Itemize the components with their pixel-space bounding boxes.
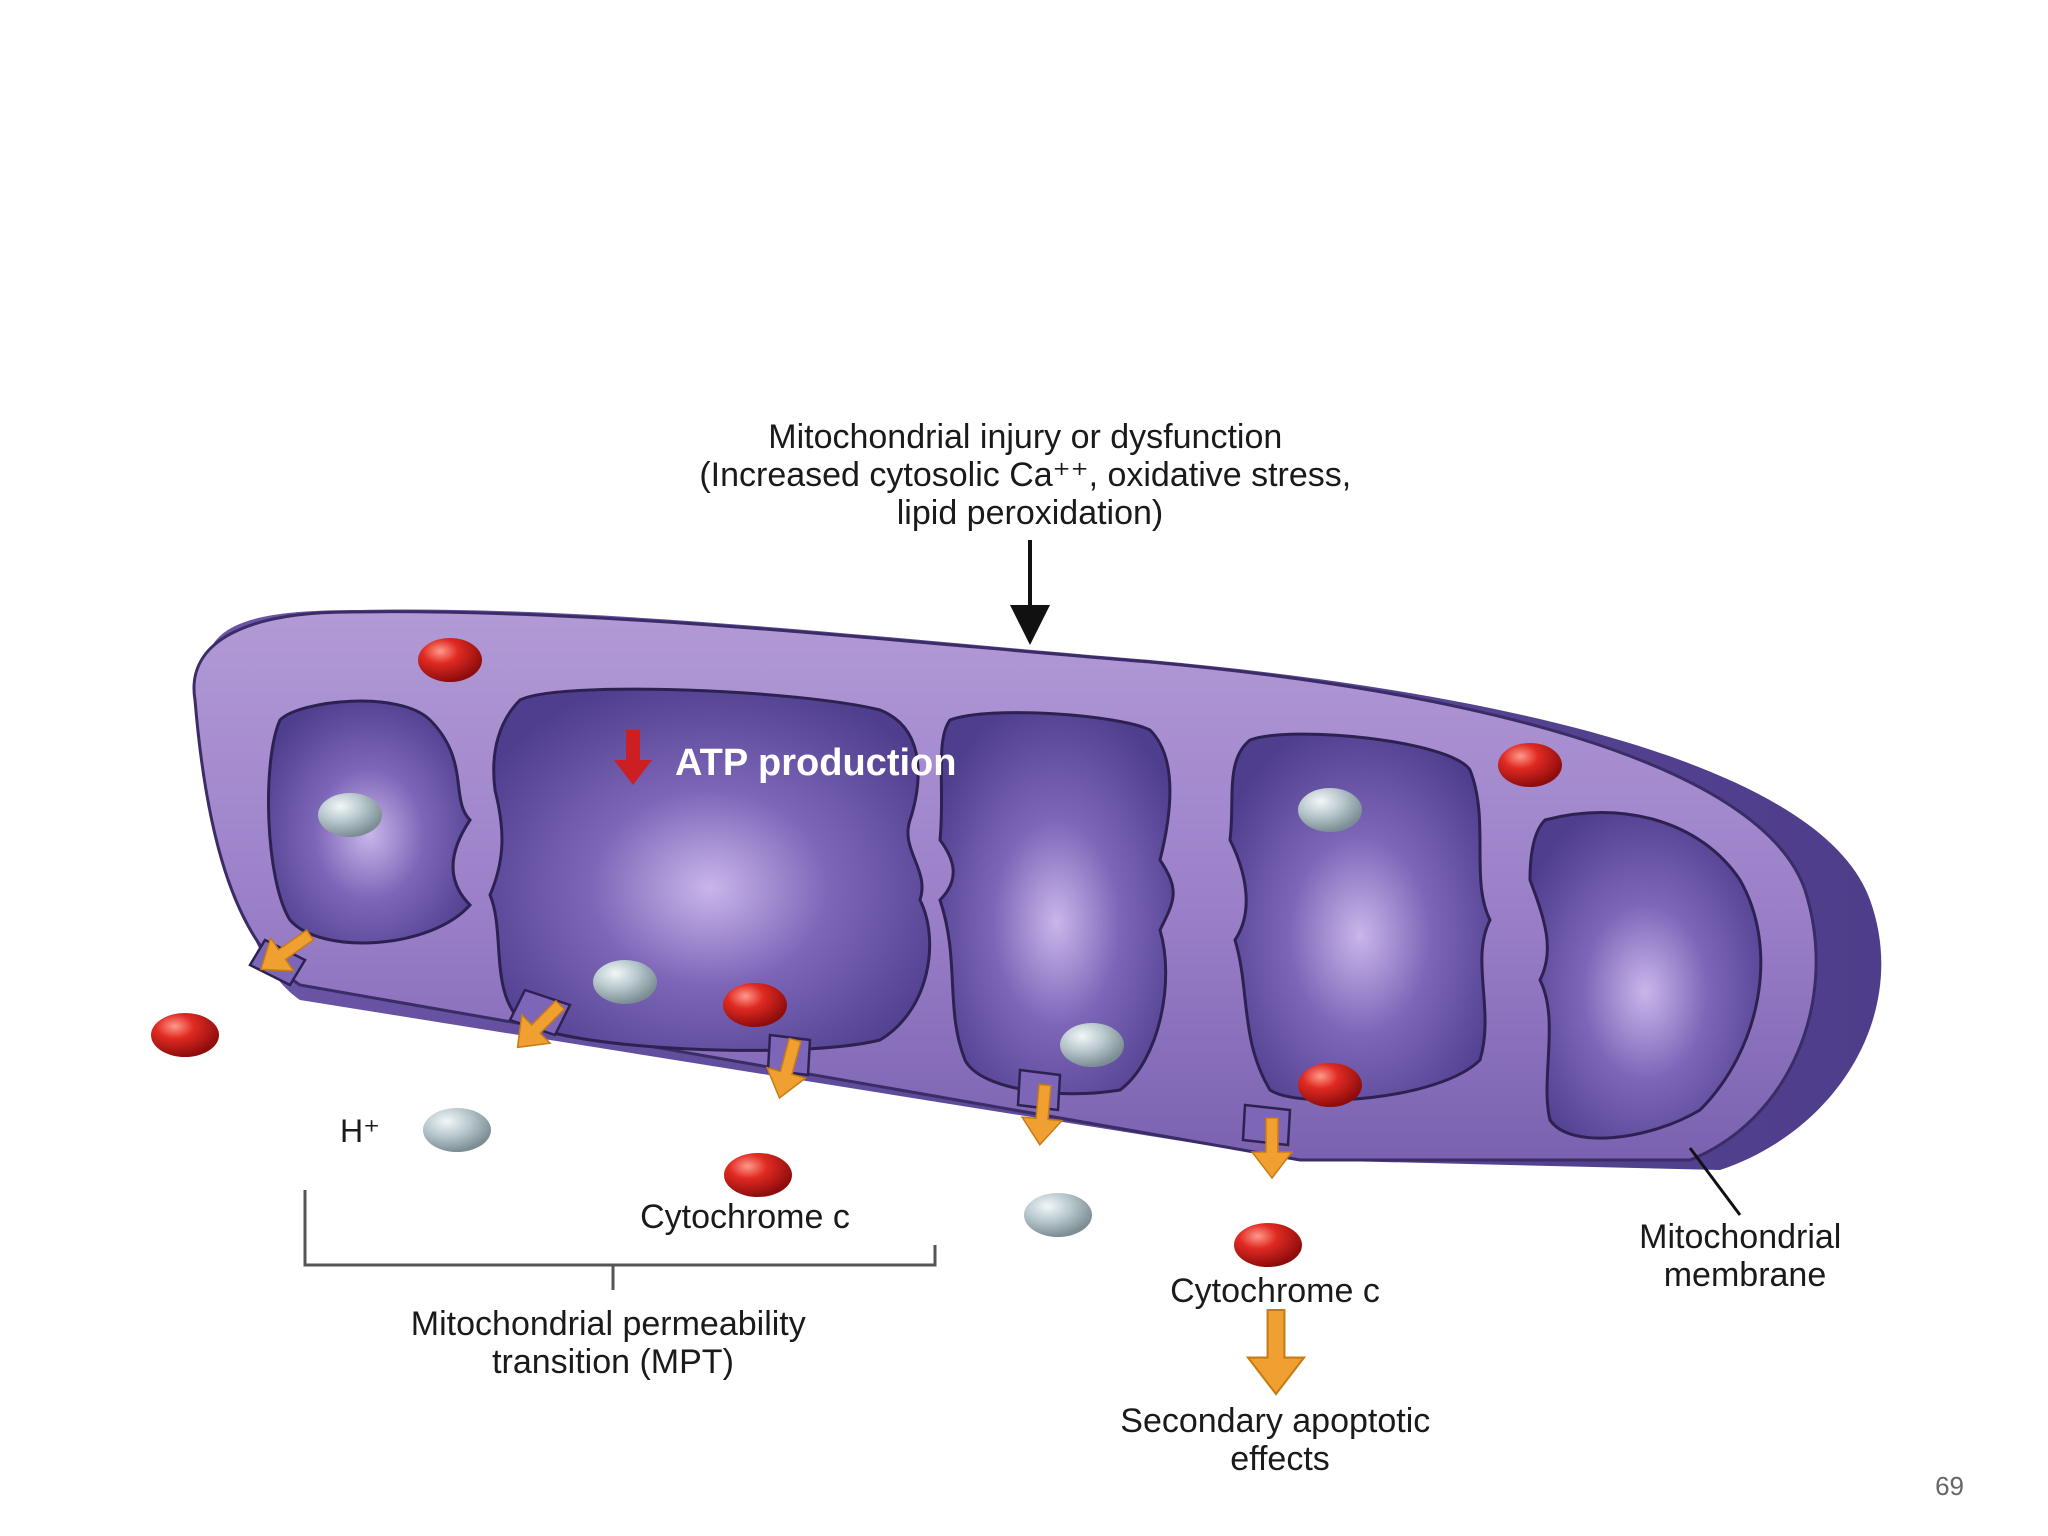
atp-down-arrow [614,730,652,785]
secondary-effects-line-1: Secondary apoptotic [1120,1402,1430,1440]
membrane-label-line-1: Mitochondrial [1639,1218,1841,1256]
matrix-compartment-4 [1228,732,1492,1102]
cytochrome-c-molecule [1298,1063,1362,1107]
membrane-pointer-line [1688,1147,1742,1216]
secondary-effects-arrow [1246,1308,1306,1396]
top-label: Mitochondrial injury or dysfunction (Inc… [699,418,1360,532]
cytochrome-c-label-left: Cytochrome c [640,1198,850,1236]
matrix-compartment-3 [938,711,1175,1096]
cytochrome-c-molecule [151,1013,219,1057]
h-plus-ion [593,960,657,1004]
atp-production-label: ATP production [675,742,956,784]
cytochrome-c-molecule [723,983,787,1027]
top-label-line-1: Mitochondrial injury or dysfunction [768,418,1282,456]
mpt-bracket [303,1190,937,1290]
membrane-label-line-2: membrane [1664,1256,1827,1294]
secondary-effects-line-2: effects [1230,1440,1330,1478]
h-plus-ion [1024,1193,1092,1237]
cytochrome-c-molecule [724,1153,792,1197]
top-label-line-3: lipid peroxidation) [897,494,1164,532]
top-label-line-2: (Increased cytosolic Ca⁺⁺, oxidative str… [699,456,1351,494]
h-plus-label: H⁺ [340,1113,380,1149]
h-plus-ion [318,793,382,837]
matrix-compartment-2 [488,687,932,1052]
mpt-label-line-2: transition (MPT) [492,1343,734,1381]
secondary-effects-label: Secondary apoptotic effects [1120,1402,1439,1478]
cytochrome-c-molecule [418,638,482,682]
mpt-label: Mitochondrial permeability transition (M… [411,1305,815,1381]
mpt-label-line-1: Mitochondrial permeability [411,1305,806,1343]
cytochrome-c-molecule [1234,1223,1302,1267]
cytochrome-c-molecule [1498,743,1562,787]
membrane-label: Mitochondrial membrane [1639,1218,1851,1294]
h-plus-ion [1060,1023,1124,1067]
cytochrome-c-label-right: Cytochrome c [1170,1272,1380,1310]
h-plus-ion [1298,788,1362,832]
matrix-compartment-5 [1528,811,1763,1140]
page-number: 69 [1935,1471,1964,1501]
h-plus-ion [423,1108,491,1152]
